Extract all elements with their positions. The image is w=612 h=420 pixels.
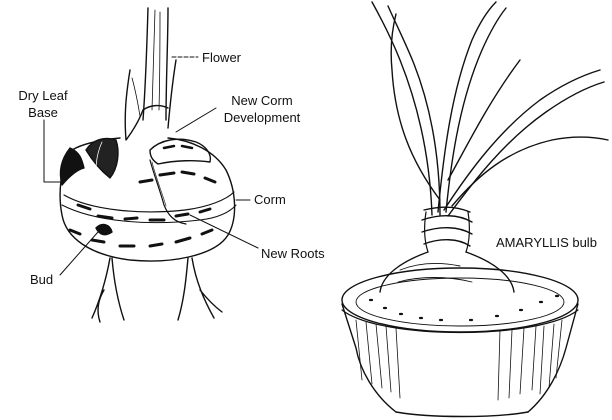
leader-new-roots bbox=[190, 215, 258, 248]
label-amaryllis-bulb: AMARYLLIS bulb bbox=[496, 234, 597, 251]
corm-body bbox=[60, 138, 234, 261]
dry-leaf-base bbox=[60, 148, 84, 185]
amaryllis-drawing bbox=[342, 2, 608, 417]
leader-bud bbox=[60, 232, 98, 275]
flower-stalk bbox=[143, 8, 168, 120]
new-corm bbox=[150, 139, 210, 164]
label-new-corm-development: New Corm Development bbox=[212, 92, 312, 126]
pot-body bbox=[342, 304, 578, 412]
label-corm: Corm bbox=[254, 191, 286, 208]
label-dry-leaf-base-line2: Base bbox=[6, 104, 80, 121]
label-bud: Bud bbox=[30, 271, 53, 288]
label-new-corm-line1: New Corm bbox=[212, 92, 312, 109]
leader-new-corm bbox=[176, 108, 216, 132]
label-new-corm-line2: Development bbox=[212, 109, 312, 126]
label-dry-leaf-base: Dry Leaf Base bbox=[6, 87, 80, 121]
amaryllis-leaf bbox=[372, 2, 432, 215]
label-new-roots: New Roots bbox=[261, 245, 325, 262]
label-dry-leaf-base-line1: Dry Leaf bbox=[6, 87, 80, 104]
bud bbox=[96, 225, 112, 235]
label-flower: Flower bbox=[202, 49, 241, 66]
